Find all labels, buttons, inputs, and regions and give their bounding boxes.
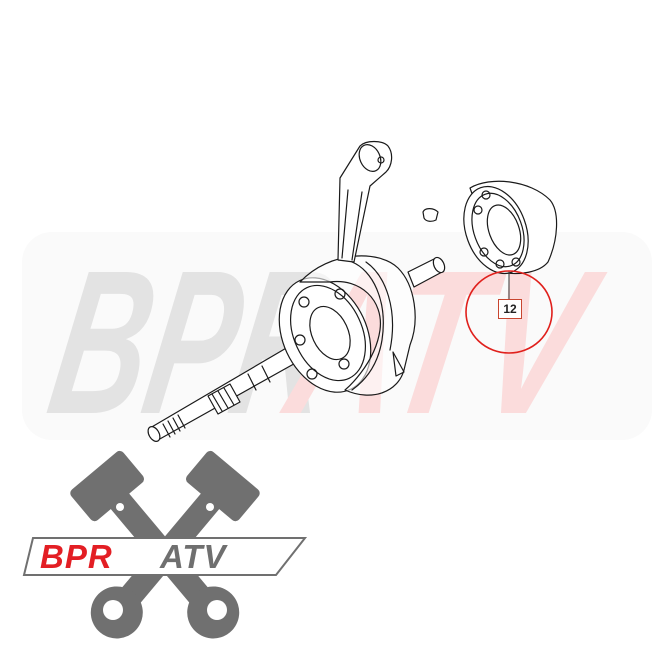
crank-web-right xyxy=(299,255,416,396)
crankshaft-bearing xyxy=(463,180,558,275)
logo-text-bpr: BPR xyxy=(40,538,113,575)
logo-text-atv: ATV xyxy=(160,538,227,575)
logo-banner xyxy=(22,537,308,576)
woodruff-key xyxy=(422,208,439,222)
crankshaft-shaft xyxy=(147,339,309,442)
part-number-label: 12 xyxy=(498,299,522,319)
crank-web-left xyxy=(278,277,372,393)
connecting-rod xyxy=(337,140,393,263)
crank-stub-shaft xyxy=(407,256,446,288)
